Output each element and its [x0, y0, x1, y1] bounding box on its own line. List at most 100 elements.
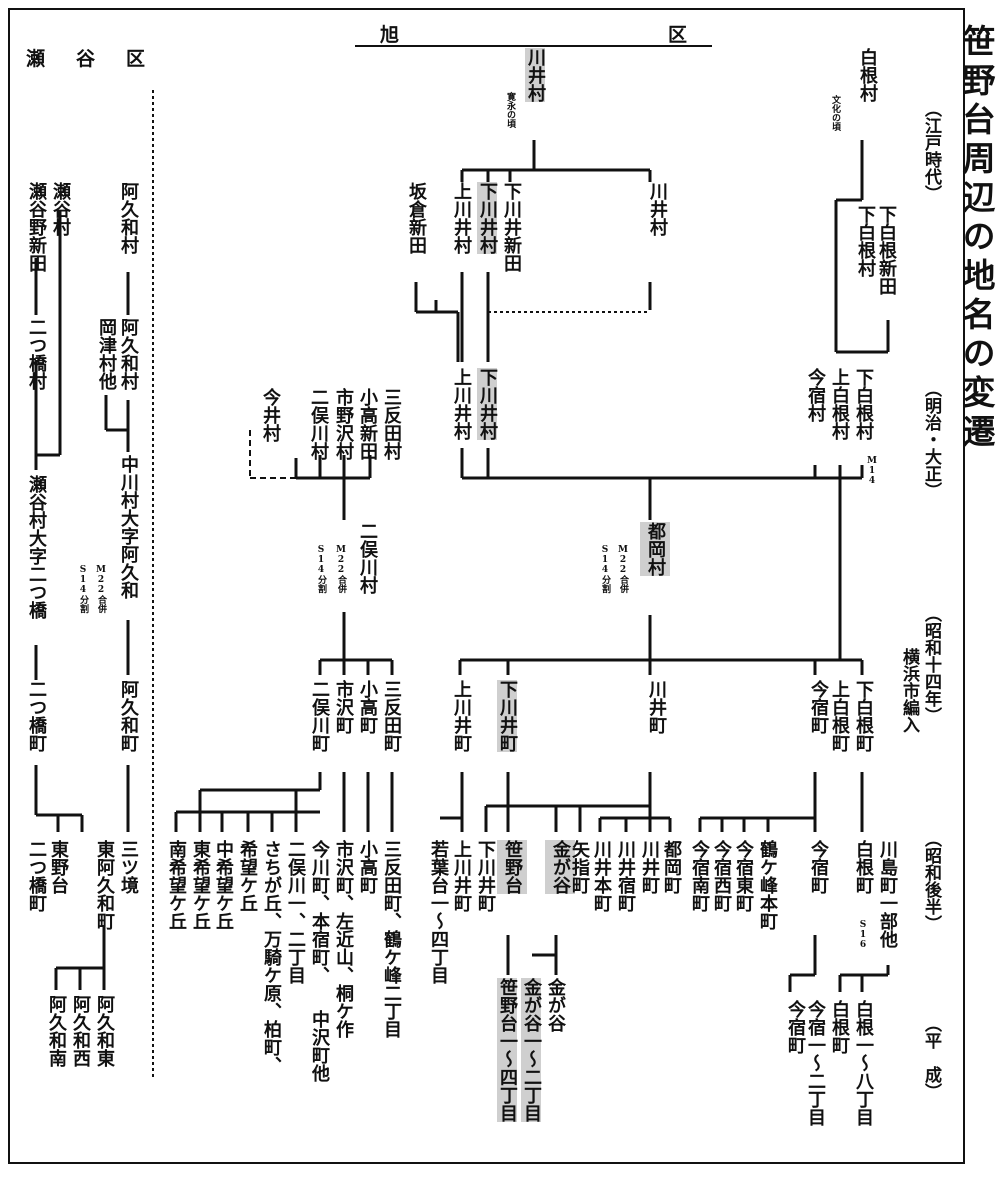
sl-imakawa: 今川町、本宿町、 [309, 840, 330, 984]
h-shirane: 白根町 [829, 1000, 850, 1054]
era-meiji: （明治・大正） [921, 380, 941, 499]
note-kanei: 寛永の頃 [505, 92, 515, 128]
s14-akuwa: 阿久和町 [118, 680, 139, 752]
sl-tsuoka: 都岡町 [661, 840, 682, 894]
note-s16: S16 [858, 920, 868, 950]
s14-imajuku: 今宿町 [808, 680, 829, 734]
sl-sachigaoka: さちが丘、万騎ケ原、柏町、 [261, 840, 282, 1074]
sl-imajuku: 今宿町 [808, 840, 829, 894]
h-shirane-18: 白根一〜八丁目 [853, 1000, 874, 1126]
sl-kanegaya: 金が谷 [545, 840, 575, 894]
sl-naka-kibo: 中希望ケ丘 [213, 840, 234, 930]
sl-kawashima: 川島町一部他 [877, 840, 898, 948]
h-kanegaya-12: 金が谷一〜二丁目 [521, 978, 542, 1122]
note-bunka: 文化の頃 [830, 95, 840, 131]
meiji-kamishirane: 上白根村 [829, 368, 850, 440]
edo-seyano-shinden: 瀬谷野新田 [26, 182, 47, 272]
diagram-title: 笹野台周辺の地名の変遷 [957, 24, 996, 453]
edo-shimoshirane-shinden: 下白根新田 [876, 205, 897, 295]
diagram-frame [8, 8, 965, 1164]
edo-shimokawai: 下川井村 [477, 182, 498, 254]
era-showa-late: （昭和後半） [921, 830, 941, 932]
h-kanegaya: 金が谷 [545, 978, 566, 1032]
meiji-akuwa: 阿久和村 [118, 318, 139, 390]
sl-kawai-juku: 川井宿町 [615, 840, 636, 912]
sl-tsurugamine: 鶴ケ峰本町 [757, 840, 778, 930]
note-m22-futamata: M22合併 [336, 545, 346, 593]
meiji-shimoshirane: 下白根村 [853, 368, 874, 440]
meiji-futamatagawa: 二俣川村 [308, 388, 329, 460]
h-akuwa-higashi: 阿久和東 [94, 995, 115, 1067]
h-imajuku-12: 今宿一〜二丁目 [805, 1000, 826, 1126]
s14-kamishirane: 上白根町 [829, 680, 850, 752]
sl-mitsusakai: 三ツ境 [118, 840, 139, 894]
sl-minami-kibo: 南希望ケ丘 [166, 840, 187, 930]
s14-sanbanda: 三反田町 [381, 680, 402, 752]
sl-imajuku-higashi: 今宿東町 [733, 840, 754, 912]
s14-ichizawa: 市沢町 [333, 680, 354, 734]
note-m22-nakagawa: M22合併 [96, 565, 106, 613]
edo-akuwa-village: 阿久和村 [118, 182, 139, 254]
ward-seya: 瀬 谷 区 [26, 48, 152, 70]
meiji-imai: 今井村 [260, 388, 281, 442]
edo-kamikawai: 上川井村 [451, 182, 472, 254]
s14-shimoshirane: 下白根町 [853, 680, 874, 752]
h-akuwa-nishi: 阿久和西 [70, 995, 91, 1067]
sl-shimokawai: 下川井町 [475, 840, 496, 912]
meiji-imajuku: 今宿村 [805, 368, 826, 422]
note-s14-nakagawa: S14分割 [78, 565, 88, 613]
sl-imajuku-nishi: 今宿西町 [711, 840, 732, 912]
note-m22-tsuoka: M22合併 [618, 545, 628, 593]
sl-ichizawa: 市沢町、左近山、桐ケ作 [333, 840, 354, 1038]
sl-higashi-akuwa: 東阿久和町 [94, 840, 115, 930]
edo-kawai-village-2: 川井村 [647, 182, 668, 236]
edo-sakakura-shinden: 坂倉新田 [406, 182, 427, 254]
meiji-odaka-shinden: 小高新田 [357, 388, 378, 460]
edo-shirane: 白根村 [857, 48, 878, 102]
meiji-kamikawai: 上川井村 [451, 368, 472, 440]
era-yokohama: 横浜市編入 [899, 648, 919, 733]
edo-shimokawai-shinden: 下川井新田 [501, 182, 522, 272]
ward-ku: 区 [668, 24, 726, 46]
h-imajuku: 今宿町 [785, 1000, 806, 1054]
meiji-nakagawa-akuwa: 中川村大字阿久和 [118, 455, 139, 599]
meiji-futatsubashi: 二つ橋村 [26, 318, 47, 390]
sl-kodaka: 小高町 [357, 840, 378, 894]
sl-higashi-kibo: 東希望ケ丘 [190, 840, 211, 930]
sl-kamikawai: 上川井町 [451, 840, 472, 912]
era-showa14: （昭和十四年） [921, 605, 941, 724]
sl-wakabadai: 若葉台一〜四丁目 [428, 840, 449, 984]
sl-futamatagawa: 二俣川一、二丁目 [285, 840, 306, 984]
sl-sanbanda: 三反田町、鶴ケ峰二丁目 [381, 840, 402, 1038]
s14-futamatagawa: 二俣川町 [309, 680, 330, 752]
sl-futatsubashi: 二つ橋町 [26, 840, 47, 912]
h-sasanodai: 笹野台一〜四丁目 [497, 978, 518, 1122]
s14-kamikawai: 上川井町 [451, 680, 472, 752]
meiji-seya-oaza: 瀬谷村大字二つ橋 [26, 475, 47, 619]
s14-kodaka: 小高町 [357, 680, 378, 734]
sl-nakazawa: 中沢町他 [309, 1010, 330, 1082]
sl-yasashi: 矢指町 [569, 840, 590, 894]
h-akuwa-minami: 阿久和南 [46, 995, 67, 1067]
sl-kibogaoka: 希望ケ丘 [237, 840, 258, 912]
sl-shirane: 白根町 [853, 840, 874, 894]
meiji-tsuoka-village: 都岡村 [640, 522, 670, 576]
edo-kawai-village: 川井村 [525, 48, 546, 102]
edo-seya-village: 瀬谷村 [50, 182, 71, 236]
era-edo: （江戸時代） [921, 100, 941, 202]
sl-kawai-honcho: 川井本町 [591, 840, 612, 912]
sl-higashinodai: 東野台 [48, 840, 69, 894]
edo-shimoshirane: 下白根村 [855, 205, 876, 277]
ward-asahi: 旭 [380, 24, 438, 46]
era-heisei: （平 成） [921, 1015, 941, 1100]
meiji-okatsu: 岡津村他 [96, 318, 117, 390]
sl-kawai: 川井町 [639, 840, 660, 894]
meiji-sanbanda: 三反田村 [381, 388, 402, 460]
s14-kawai: 川井町 [646, 680, 667, 734]
meiji-ichinosawa: 市野沢村 [333, 388, 354, 460]
note-s14-tsuoka: S14分割 [600, 545, 610, 593]
meiji-futamatagawa-village: 二俣川村 [357, 522, 378, 594]
s14-shimokawai: 下川井町 [497, 680, 518, 752]
note-s14-futamata: S14分割 [316, 545, 326, 593]
